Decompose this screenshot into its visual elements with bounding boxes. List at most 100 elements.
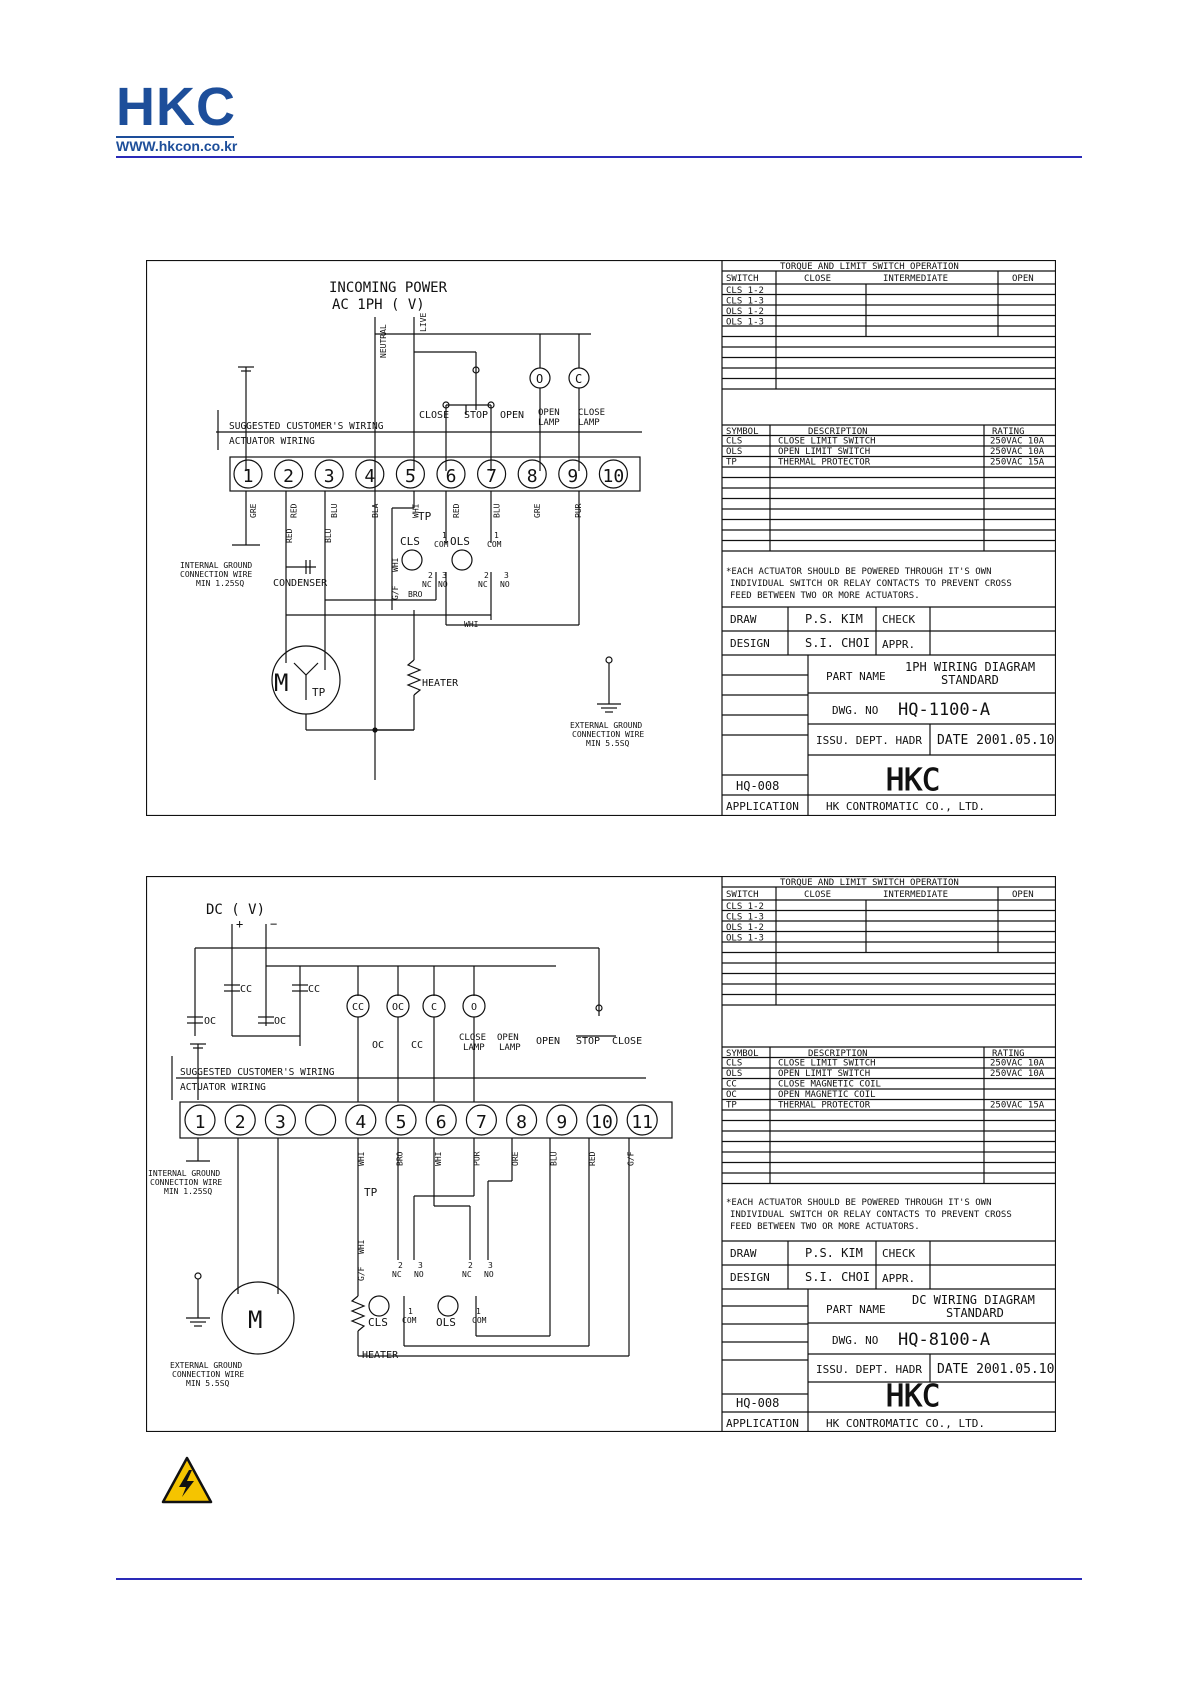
svg-text:1: 1	[494, 531, 499, 540]
svg-text:CLOSE: CLOSE	[612, 1036, 642, 1047]
svg-text:S.I. CHOI: S.I. CHOI	[805, 1270, 870, 1284]
terminal-number: 8	[527, 466, 538, 487]
svg-text:CONNECTION WIRE: CONNECTION WIRE	[150, 1178, 222, 1187]
svg-text:NC: NC	[478, 580, 488, 589]
title-block-2: TORQUE AND LIMIT SWITCH OPERATION SWITCH…	[721, 876, 1056, 1432]
svg-text:COM: COM	[434, 540, 449, 549]
svg-text:S.I. CHOI: S.I. CHOI	[805, 636, 870, 650]
svg-text:OPEN: OPEN	[538, 408, 560, 418]
wire-color-label: RED	[452, 503, 461, 518]
symbol-code: OLS	[726, 447, 742, 457]
svg-text:2: 2	[468, 1261, 473, 1270]
symbol-code: OC	[726, 1090, 737, 1100]
svg-text:BLU: BLU	[324, 528, 333, 543]
svg-text:+: +	[236, 917, 243, 931]
svg-text:G/F: G/F	[357, 1266, 366, 1281]
svg-text:APPR.: APPR.	[882, 1272, 915, 1285]
svg-text:CLOSE: CLOSE	[578, 408, 605, 418]
svg-text:RED: RED	[285, 528, 294, 543]
wire-color-label: WHI	[357, 1151, 366, 1166]
svg-text:*EACH ACTUATOR SHOULD BE POWER: *EACH ACTUATOR SHOULD BE POWERED THROUGH…	[726, 567, 992, 577]
svg-text:WHI: WHI	[464, 620, 479, 629]
symbol-rating: 250VAC 15A	[990, 1101, 1045, 1111]
symbol-code: OLS	[726, 1069, 742, 1079]
ols-switch	[437, 1295, 459, 1317]
wire-color-label: G/F	[627, 1151, 636, 1166]
symbol-description: CLOSE LIMIT SWITCH	[778, 437, 876, 447]
svg-text:−: −	[270, 917, 277, 931]
terminal-number: 7	[486, 466, 497, 487]
switch-row-label: CLS 1-2	[726, 286, 764, 296]
terminal-3	[264, 1104, 296, 1136]
terminal-10	[598, 459, 628, 489]
svg-text:OC: OC	[274, 1016, 286, 1027]
svg-text:NC: NC	[462, 1270, 472, 1279]
terminal-block	[179, 1101, 673, 1139]
switch-row-label: OLS 1-2	[726, 307, 764, 317]
svg-text:SYMBOL: SYMBOL	[726, 427, 759, 437]
symbol-rating: 250VAC 10A	[990, 1069, 1045, 1079]
terminal-10	[586, 1104, 618, 1136]
symbol-description: OPEN LIMIT SWITCH	[778, 447, 870, 457]
terminal-number: 10	[591, 1112, 613, 1133]
symbol-rating: 250VAC 10A	[990, 447, 1045, 457]
svg-text:HQ-1100-A: HQ-1100-A	[898, 700, 990, 720]
terminal-number: 7	[476, 1112, 487, 1133]
switch-row-label: CLS 1-3	[726, 297, 764, 307]
svg-text:NC: NC	[422, 580, 432, 589]
svg-text:DESCRIPTION: DESCRIPTION	[808, 1049, 868, 1059]
svg-text:INTERNAL GROUND: INTERNAL GROUND	[180, 561, 252, 570]
svg-text:3: 3	[488, 1261, 493, 1270]
cls-switch	[401, 549, 423, 571]
svg-text:APPLICATION: APPLICATION	[726, 1417, 799, 1430]
terminal-number: 9	[567, 466, 578, 487]
live-wire-label: LIVE	[419, 313, 428, 332]
svg-text:COM: COM	[472, 1316, 487, 1325]
svg-text:LAMP: LAMP	[499, 1043, 521, 1053]
symbol-description: CLOSE MAGNETIC COIL	[778, 1080, 881, 1090]
svg-text:HKC: HKC	[886, 1379, 940, 1414]
terminal-11	[626, 1104, 658, 1136]
terminal-8	[517, 459, 547, 489]
svg-text:STANDARD: STANDARD	[941, 673, 999, 687]
svg-text:LAMP: LAMP	[538, 418, 560, 428]
terminal-9	[546, 1104, 578, 1136]
symbol-code: CLS	[726, 437, 742, 447]
svg-text:DRAW: DRAW	[730, 1247, 757, 1260]
actuator-wiring-label: ACTUATOR WIRING	[229, 436, 315, 447]
wire-color-label: WHI	[411, 503, 420, 518]
heater-label: HEATER	[422, 678, 459, 689]
svg-text:OPEN: OPEN	[1012, 890, 1034, 900]
svg-text:HK CONTROMATIC CO., LTD.: HK CONTROMATIC CO., LTD.	[826, 1417, 985, 1430]
svg-text:M: M	[274, 669, 288, 697]
svg-text:ACTUATOR WIRING: ACTUATOR WIRING	[180, 1082, 266, 1093]
terminal-block	[229, 456, 641, 492]
terminal-5	[395, 459, 425, 489]
symbol-description: OPEN MAGNETIC COIL	[778, 1090, 876, 1100]
customer-wiring-label: SUGGESTED CUSTOMER'S WIRING	[229, 421, 384, 432]
svg-text:EXTERNAL GROUND: EXTERNAL GROUND	[570, 721, 642, 730]
terminal-number: 10	[603, 466, 625, 487]
svg-text:DATE 2001.05.10: DATE 2001.05.10	[937, 1362, 1054, 1377]
title-block-1: TORQUE AND LIMIT SWITCH OPERATION SWITCH…	[721, 260, 1056, 816]
wire-color-label: RED	[588, 1151, 597, 1166]
svg-text:TP: TP	[312, 686, 326, 699]
terminal-number: 3	[275, 1112, 286, 1133]
symbol-rating: 250VAC 10A	[990, 437, 1045, 447]
svg-text:EXTERNAL GROUND: EXTERNAL GROUND	[170, 1361, 242, 1370]
svg-text:PART NAME: PART NAME	[826, 1303, 886, 1316]
svg-text:FEED BETWEEN TWO OR MORE ACTUA: FEED BETWEEN TWO OR MORE ACTUATORS.	[730, 591, 920, 601]
svg-text:OPEN: OPEN	[1012, 274, 1034, 284]
svg-text:DESCRIPTION: DESCRIPTION	[808, 427, 868, 437]
wire-color-label: PUR	[473, 1151, 482, 1166]
symbol-code: TP	[726, 1101, 737, 1111]
svg-text:ISSU. DEPT. HADR: ISSU. DEPT. HADR	[816, 1363, 922, 1376]
svg-text:HK CONTROMATIC CO., LTD.: HK CONTROMATIC CO., LTD.	[826, 800, 985, 813]
terminal-1	[233, 459, 263, 489]
neutral-wire-label: NEUTRAL	[379, 324, 388, 358]
symbol-rating: 250VAC 10A	[990, 1059, 1045, 1069]
svg-text:3: 3	[442, 571, 447, 580]
svg-text:1: 1	[408, 1307, 413, 1316]
svg-text:OC: OC	[204, 1016, 216, 1027]
svg-text:NO: NO	[500, 580, 510, 589]
